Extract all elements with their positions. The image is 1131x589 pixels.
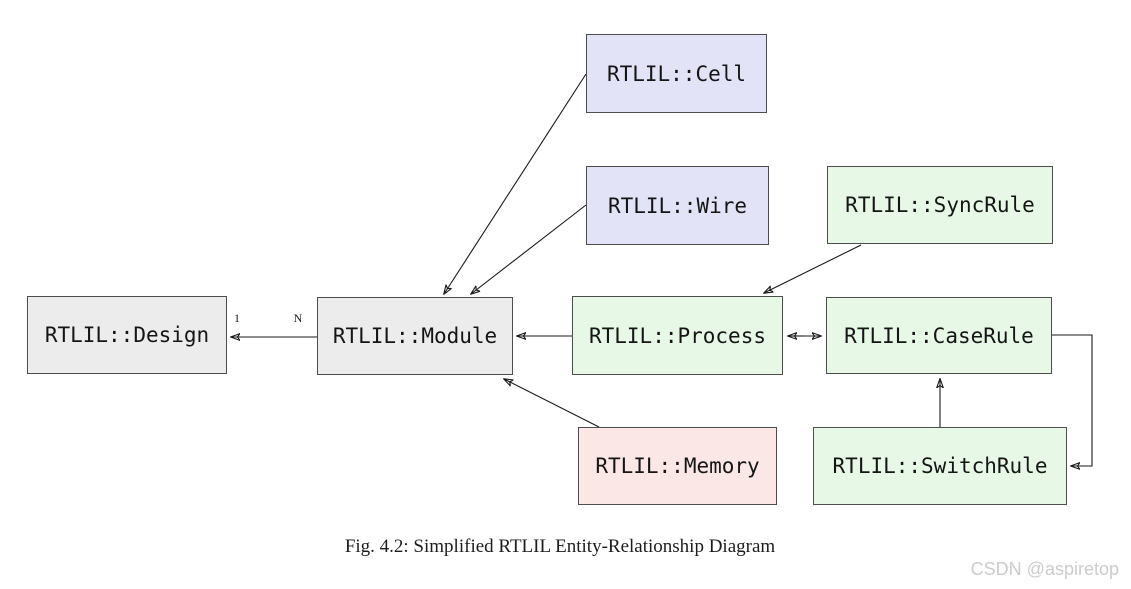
node-rtlil-memory: RTLIL::Memory <box>578 427 777 505</box>
node-rtlil-wire-label: RTLIL::Wire <box>607 193 748 218</box>
node-rtlil-module-label: RTLIL::Module <box>332 324 498 348</box>
edge-syncrule-to-process <box>764 244 862 293</box>
node-rtlil-module: RTLIL::Module <box>317 297 513 375</box>
node-rtlil-syncrule: RTLIL::SyncRule <box>827 166 1053 244</box>
edge-cell-to-module <box>444 73 587 294</box>
node-rtlil-cell: RTLIL::Cell <box>586 34 767 113</box>
node-rtlil-process-label: RTLIL::Process <box>588 323 766 348</box>
edge-wire-to-module <box>471 204 587 294</box>
node-rtlil-process: RTLIL::Process <box>572 296 783 375</box>
node-rtlil-memory-label: RTLIL::Memory <box>595 454 760 478</box>
node-rtlil-caserule: RTLIL::CaseRule <box>826 297 1052 374</box>
figure-caption: Fig. 4.2: Simplified RTLIL Entity-Relati… <box>344 536 776 557</box>
node-rtlil-switchrule: RTLIL::SwitchRule <box>813 427 1067 505</box>
node-rtlil-caserule-label: RTLIL::CaseRule <box>844 323 1034 348</box>
watermark: CSDN @aspiretop <box>970 559 1119 579</box>
node-rtlil-cell-label: RTLIL::Cell <box>606 61 747 86</box>
node-rtlil-design-label: RTLIL::Design <box>44 323 210 347</box>
node-rtlil-wire: RTLIL::Wire <box>586 166 769 245</box>
node-rtlil-design: RTLIL::Design <box>27 296 227 374</box>
multiplicity-label-one: 1 <box>234 311 240 325</box>
edge-caserule-to-switchrule-elbow <box>1052 334 1093 466</box>
node-rtlil-syncrule-label: RTLIL::SyncRule <box>845 193 1035 217</box>
edge-memory-to-module <box>504 379 600 428</box>
node-rtlil-switchrule-label: RTLIL::SwitchRule <box>832 454 1048 478</box>
multiplicity-label-n: N <box>293 311 303 325</box>
